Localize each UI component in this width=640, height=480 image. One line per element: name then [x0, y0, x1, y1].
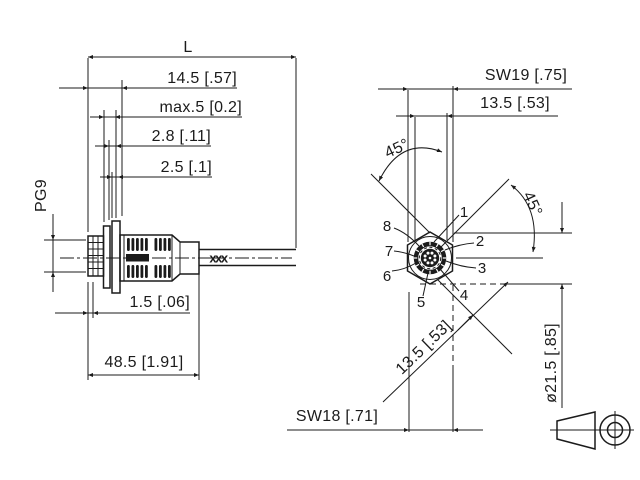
side-view-dimensions: L 14.5 [.57] max.5 [0.2] 2.8 [.11] 2.5 [… [33, 39, 297, 380]
side-view: xxx [60, 220, 296, 294]
pin-leader [445, 260, 477, 269]
dim-2-8: 2.8 [.11] [152, 128, 211, 145]
angle-arc-right [510, 184, 536, 253]
grip-body [119, 234, 200, 282]
pin-label-2: 2 [476, 233, 484, 250]
face-view-dimensions: SW19 [.75] 13.5 [.53] 45° 45° 13.5 [.53] [287, 67, 572, 432]
cable-marking-label: xxx [209, 251, 228, 266]
construction-line-45-right [440, 178, 510, 248]
pin-callouts: 1 2 3 4 5 6 7 8 [383, 204, 486, 311]
pin-label-1: 1 [460, 204, 468, 221]
cable: xxx [199, 248, 296, 267]
grip-ridges-bottom [127, 265, 171, 278]
construction-line-45-left [370, 173, 431, 234]
dim-2-5: 2.5 [.1] [161, 159, 212, 176]
pin-leader [393, 250, 415, 257]
pin-label-5: 5 [417, 294, 425, 311]
ring-inner-edge [417, 245, 443, 271]
projection-symbol [550, 411, 634, 450]
knurl-ticks [413, 241, 447, 275]
dim-L: L [183, 39, 192, 56]
grip-ridges-top [127, 238, 171, 251]
dim-48-5: 48.5 [1.91] [105, 354, 184, 371]
pin-leader [422, 272, 429, 297]
dim-sw18: SW18 [.71] [296, 408, 378, 425]
dim-13-5-top: 13.5 [.53] [480, 95, 550, 112]
pin-label-6: 6 [383, 268, 391, 285]
pin-leader [433, 214, 460, 243]
ext-line-diagonal [437, 279, 513, 355]
dim-1-5: 1.5 [.06] [129, 294, 190, 311]
pin-leader [439, 268, 460, 292]
pin-label-8: 8 [383, 218, 391, 235]
pin-label-7: 7 [385, 243, 393, 260]
dim-dia21-5: ø21.5 [.85] [543, 323, 560, 403]
thread-circle-hidden [418, 246, 442, 270]
pin-label-4: 4 [460, 287, 468, 304]
dim-14-5: 14.5 [.57] [167, 70, 237, 87]
pin-leader [444, 242, 475, 251]
dim-pg9: PG9 [33, 179, 50, 212]
washer-plate [102, 225, 111, 289]
dim-dia21-5-group: ø21.5 [.85] [543, 202, 564, 408]
dim-sw19: SW19 [.75] [485, 67, 567, 84]
angle-arc-left [378, 147, 443, 182]
pin-leader [391, 262, 417, 272]
dim-max5: max.5 [0.2] [160, 99, 242, 116]
pin-leader [393, 227, 420, 247]
contact-pins [423, 251, 437, 265]
chamfer-circle [408, 236, 452, 280]
dim-pg9-group: PG9 [33, 179, 86, 292]
cone-side-view [556, 411, 596, 450]
grip-band [126, 254, 149, 262]
pin-label-3: 3 [478, 260, 486, 277]
